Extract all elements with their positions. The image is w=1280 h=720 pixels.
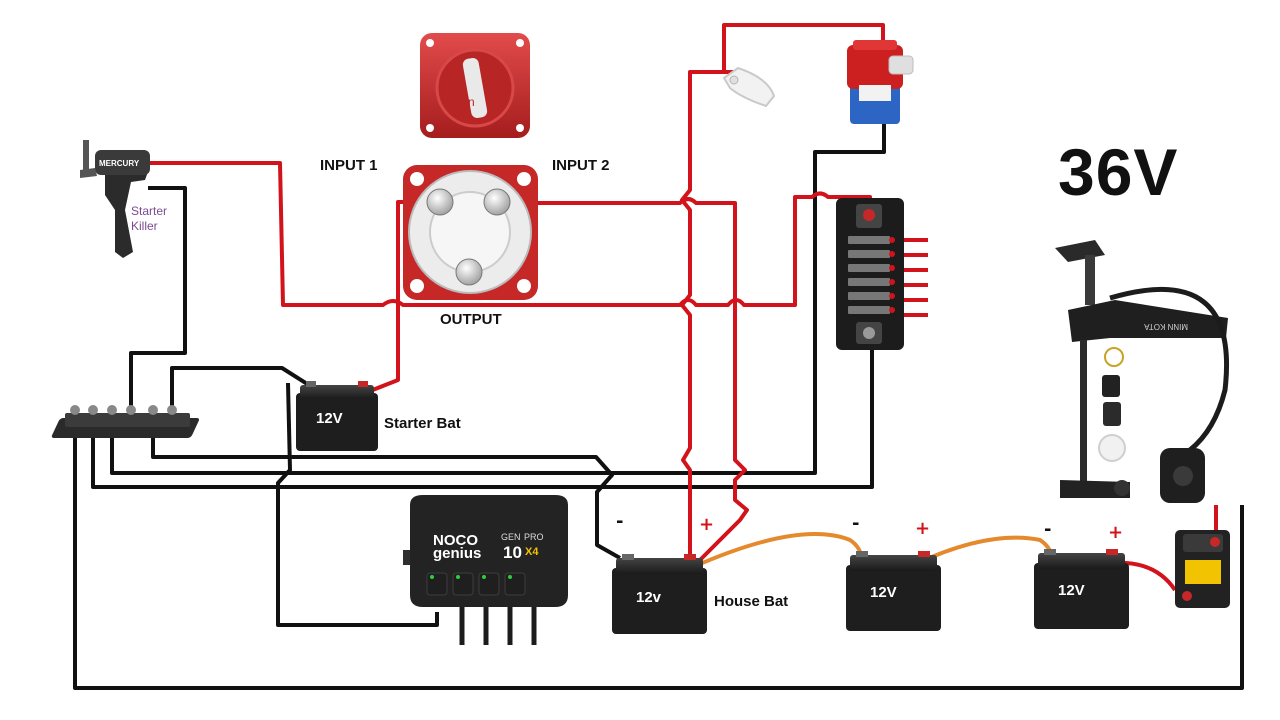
charger-bank: X4 <box>525 546 539 558</box>
charger-amp: 10 <box>503 543 522 562</box>
house-battery-positive-sign: + <box>699 514 715 535</box>
starter-battery: 12V <box>296 381 378 451</box>
ground-loop-wire <box>73 425 1244 690</box>
system-voltage-label: 36V <box>1058 135 1179 209</box>
starter-ground-wire <box>170 366 314 418</box>
series-jumper-2 <box>916 535 1054 565</box>
switch-input1-label: INPUT 1 <box>320 157 378 174</box>
switch-output-label: OUTPUT <box>440 311 502 328</box>
house-battery-voltage: 12v <box>636 589 662 606</box>
outboard-ground-wire <box>129 186 187 418</box>
float-switch-wire <box>680 70 733 554</box>
outboard-positive-wire <box>148 161 872 307</box>
outboard-brand: MERCURY <box>99 159 140 168</box>
fuseblock-neg-wire <box>91 340 874 489</box>
battery-2-voltage: 12V <box>870 584 897 601</box>
house-battery-label: House Bat <box>714 593 789 610</box>
fuse-block <box>836 198 904 350</box>
starter-battery-label: Starter Bat <box>384 415 461 432</box>
outboard-motor: MERCURY <box>80 140 150 258</box>
battery-3: 12V <box>1034 549 1129 629</box>
switch-input2-stud[interactable] <box>483 188 511 216</box>
battery-2: 12V <box>846 551 941 631</box>
charger-brand: NOCO <box>433 532 478 549</box>
kill-switch-label-2: Killer <box>131 219 158 233</box>
battery-charger: NOCO genius GEN PRO 10 X4 <box>403 495 568 645</box>
battery-3-voltage: 12V <box>1058 582 1085 599</box>
positive-wires <box>148 23 1218 592</box>
house-battery: 12v <box>612 554 707 634</box>
starter-battery-voltage: 12V <box>316 410 343 427</box>
negative-wires <box>73 118 1244 690</box>
charger-pro: PRO <box>524 532 544 542</box>
switch-input2-label: INPUT 2 <box>552 157 610 174</box>
svg-text:n: n <box>468 95 475 109</box>
kill-switch-label-1: Starter <box>131 204 168 218</box>
trolling-accessories <box>1098 347 1126 462</box>
bilge-pump <box>847 40 914 124</box>
battery-switch-knob[interactable]: n <box>420 33 530 138</box>
charger-ground-wire <box>276 382 439 627</box>
trolling-motor-brand: MINN KOTA <box>1143 322 1188 331</box>
circuit-breaker[interactable] <box>1175 530 1230 608</box>
ground-bus-bar <box>51 405 199 438</box>
fuseblock-ground-wire <box>110 118 886 475</box>
trolling-motor: MINN KOTA <box>1055 240 1229 503</box>
switch-input1-stud[interactable] <box>426 188 454 216</box>
float-switch <box>722 66 776 108</box>
battery-2-negative-sign: - <box>852 513 860 534</box>
charger-model: genius <box>433 545 481 562</box>
battery-switch-base <box>403 165 538 300</box>
switch-output-stud[interactable] <box>455 258 483 286</box>
battery-3-negative-sign: - <box>1044 519 1052 540</box>
charger-gen: GEN <box>501 532 521 542</box>
house-battery-negative-sign: - <box>616 511 624 532</box>
battery-3-positive-sign: + <box>1108 522 1124 543</box>
battery-2-positive-sign: + <box>915 518 931 539</box>
